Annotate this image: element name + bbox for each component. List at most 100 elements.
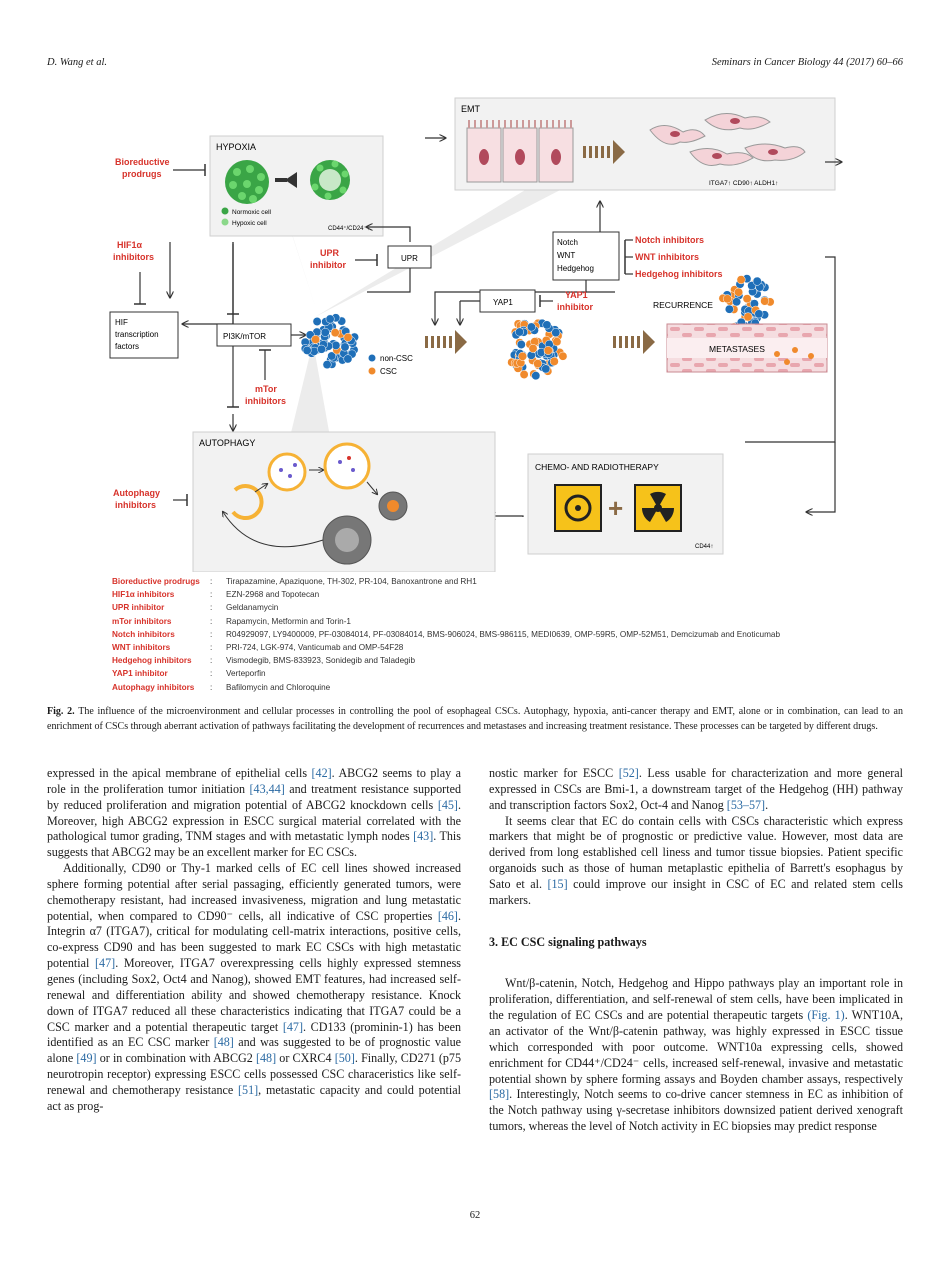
citation-link[interactable]: [43] xyxy=(413,829,434,844)
paragraph-text: and was suggested to be of prognostic va… xyxy=(47,1035,462,1066)
citation-link[interactable]: [52] xyxy=(618,766,639,780)
legend-drug-class: WNT inhibitors xyxy=(112,642,171,652)
hypoxia-panel: HYPOXIA Normoxic cell Hypoxic cell CD44⁺… xyxy=(209,135,384,237)
legend-colon: : xyxy=(210,669,213,679)
tumor-cell xyxy=(543,346,553,355)
autophagy-callout xyxy=(290,342,330,437)
tumor-cell xyxy=(526,322,536,332)
phagophore xyxy=(231,484,264,521)
tumor-cell xyxy=(558,351,568,361)
paragraph-text: . Integrin α7 (ITGA7), critical for modu… xyxy=(47,908,461,971)
recurrence-label: RECURRENCE xyxy=(653,300,713,310)
paragraph-text: . Interestingly, Notch seems to co-drive… xyxy=(489,1087,903,1134)
recurrence-cluster xyxy=(718,274,775,332)
legend-colon: : xyxy=(210,616,213,626)
paragraph-text: could improve our insight in CSC of EC a… xyxy=(489,876,903,907)
recurrence-feedback-line xyxy=(745,256,836,443)
mtor-label-2: inhibitors xyxy=(245,396,286,406)
citation-link[interactable]: [51] xyxy=(238,1082,259,1097)
bioreductive-label-2: prodrugs xyxy=(122,169,162,179)
paragraph-text: and treatment resistance supported by re… xyxy=(47,781,461,812)
tumor-cell xyxy=(343,332,353,342)
tumor-cell xyxy=(722,294,732,304)
citation-link[interactable]: [45] xyxy=(437,797,458,812)
legend-drug-list: Tirapazamine, Apaziquone, TH-302, PR-104… xyxy=(226,577,477,586)
paragraph-text: . Moreover, ITGA7 overexpressing cells h… xyxy=(47,956,461,1034)
autophagy-title: AUTOPHAGY xyxy=(199,438,255,448)
citation-link[interactable]: [48] xyxy=(255,1051,277,1066)
paragraph-text: Additionally, CD90 or Thy-1 marked cells… xyxy=(47,861,461,923)
citation-link[interactable]: [48] xyxy=(213,1035,234,1050)
tumor-cell xyxy=(743,312,753,322)
citation-link[interactable]: [42] xyxy=(311,766,332,780)
paragraph-text: , metastatic capacity and could potentia… xyxy=(47,1082,461,1113)
paragraph-text: nostic marker for ESCC xyxy=(489,766,619,780)
hypoxic-cluster xyxy=(310,160,350,200)
legend-colon: : xyxy=(210,682,213,692)
tumor-cell xyxy=(732,297,742,307)
emt-title: EMT xyxy=(461,104,481,114)
paragraph-text: . Finally, CD271 (p75 neurotropin recept… xyxy=(47,1051,462,1097)
emt-panel: EMT ITGA7↑ CD90↑ ALDH1↑ xyxy=(454,97,836,191)
legend-colon: : xyxy=(210,603,213,613)
citation-link[interactable]: (Fig. 1) xyxy=(807,1008,845,1023)
chemo-title: CHEMO- AND RADIOTHERAPY xyxy=(535,462,659,472)
citation-link[interactable]: [50] xyxy=(334,1051,355,1066)
metastases-label: METASTASES xyxy=(709,344,765,354)
yap1-inhibitor-label-1: YAP1 xyxy=(565,290,588,300)
tumor-cell xyxy=(549,356,559,366)
legend-drug-class: HIF1α inhibitors xyxy=(112,590,175,600)
citation-link[interactable]: [53–57] xyxy=(726,797,766,812)
citation-link[interactable]: [47] xyxy=(95,956,116,971)
citation-link[interactable]: [49] xyxy=(76,1051,97,1066)
legend-drug-list: R04929097, LY9400009, PF-03084014, PF-03… xyxy=(226,629,781,639)
upr-inhibitor-label-1: UPR xyxy=(320,248,340,258)
legend-drug-list: EZN-2968 and Topotecan xyxy=(226,590,320,600)
tumor-cell xyxy=(541,364,551,374)
hypoxia-title: HYPOXIA xyxy=(216,142,256,152)
legend-drug-list: PRI-724, LGK-974, Vanticumab and OMP-54F… xyxy=(226,642,404,652)
plus-sign: + xyxy=(608,493,623,523)
tumor-cell xyxy=(752,276,762,286)
citation-link[interactable]: [46] xyxy=(437,908,458,923)
emt-markers: ITGA7↑ CD90↑ ALDH1↑ xyxy=(709,180,778,187)
tumor-cell xyxy=(724,304,734,314)
tumor-cell xyxy=(528,343,538,353)
legend-row: Notch inhibitors:R04929097, LY9400009, P… xyxy=(112,628,832,641)
hif-label-1: HIF xyxy=(115,318,128,327)
tumor-cell xyxy=(343,354,353,364)
tumor-cell xyxy=(317,344,326,354)
yap1-inhibitor-label-2: inhibitor xyxy=(557,302,593,312)
tumor-cell xyxy=(516,340,526,349)
hedgehog-label: Hedgehog xyxy=(557,264,594,273)
paragraph-text: . WNT10A, an activator of the Wnt/β-cate… xyxy=(489,1008,903,1086)
legend-row: UPR inhibitor:Geldanamycin xyxy=(112,601,832,614)
citation-link[interactable]: [47] xyxy=(282,1019,303,1034)
pathway-box xyxy=(552,231,620,281)
tumor-cell xyxy=(551,328,561,338)
running-header-journal: Seminars in Cancer Biology 44 (2017) 60–… xyxy=(711,57,903,68)
legend-row: Hedgehog inhibitors:Vismodegib, BMS-8339… xyxy=(112,654,832,667)
citation-link[interactable]: [58] xyxy=(489,1087,510,1102)
left-column: expressed in the apical membrane of epit… xyxy=(47,766,461,1115)
legend-colon: : xyxy=(210,642,213,652)
hif-label-3: factors xyxy=(115,342,139,351)
paragraph-text: or CXRC4 xyxy=(276,1051,335,1066)
legend-drug-class: Autophagy inhibitors xyxy=(112,682,195,692)
citation-link[interactable]: [15] xyxy=(547,876,568,891)
hypoxic-label: Hypoxic cell xyxy=(232,220,267,227)
left-paragraph-2: Additionally, CD90 or Thy-1 marked cells… xyxy=(47,861,461,1115)
citation-link[interactable]: [43,44] xyxy=(249,781,285,796)
epithelial-cells xyxy=(466,120,574,183)
yap1-box-label: YAP1 xyxy=(493,298,513,307)
non-csc-legend-dot xyxy=(368,354,376,362)
legend-colon: : xyxy=(210,590,213,600)
mtor-label-1: mTor xyxy=(255,384,277,394)
figure-diagram: EMT ITGA7↑ CD90↑ ALDH1↑ HYPO xyxy=(109,97,845,572)
normoxic-legend-dot xyxy=(221,207,229,215)
paragraph-text: . Moreover, high ABCG2 expression in ESC… xyxy=(47,797,461,844)
legend-drug-list: Vismodegib, BMS-833923, Sonidegib and Ta… xyxy=(226,656,416,666)
tumor-cell xyxy=(533,359,543,369)
tumor-cell xyxy=(311,335,321,344)
non-csc-label: non-CSC xyxy=(380,354,413,363)
